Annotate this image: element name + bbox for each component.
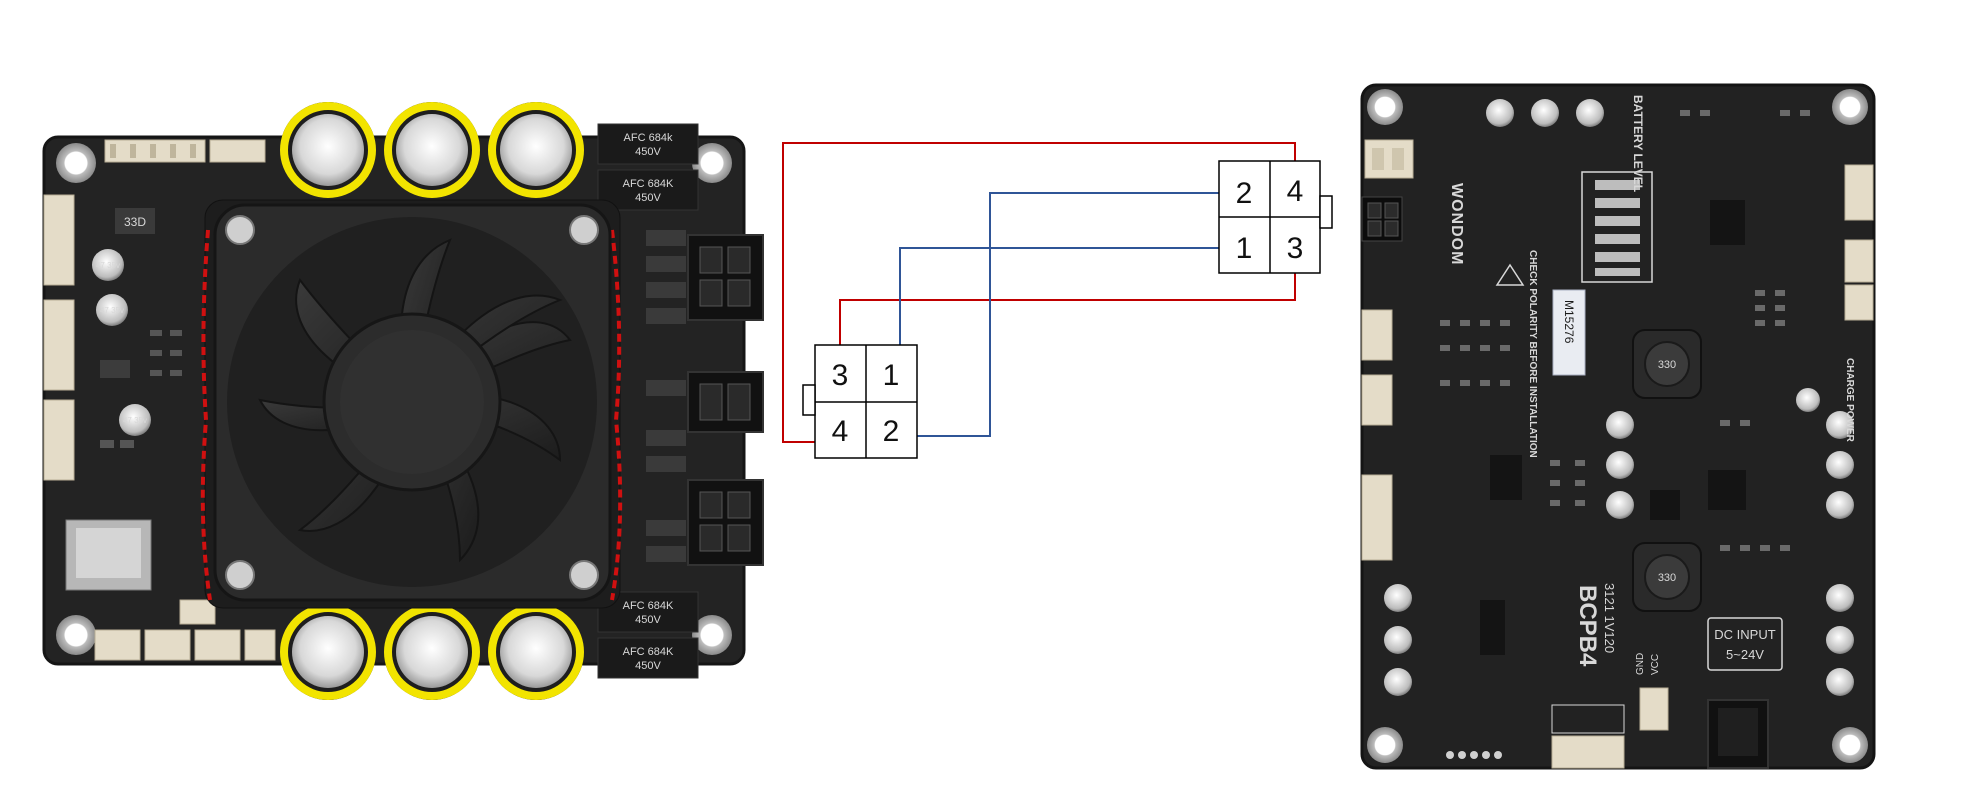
connector-latch (1319, 195, 1333, 229)
pin-label: 1 (883, 359, 900, 392)
capacitors-bottom (280, 604, 584, 700)
connector-right: 2 4 1 3 (1218, 160, 1333, 274)
mounting-hole-icon (1367, 89, 1403, 125)
ic-chip (115, 208, 155, 234)
left-side-headers (43, 194, 75, 481)
warning-icon (1495, 263, 1525, 286)
revision-label: 3121 1V120 (1602, 583, 1617, 653)
small-capacitor (96, 294, 128, 326)
mounting-hole-icon (1832, 89, 1868, 125)
pin-label: 3 (1287, 232, 1304, 265)
inductor-top: 330 (1632, 329, 1702, 399)
bottom-header-connectors (94, 599, 276, 661)
wires (782, 142, 1296, 443)
smd-resistors (1440, 110, 1810, 551)
capacitors-top (280, 102, 584, 198)
svg-text:330: 330 (1658, 572, 1676, 584)
mounting-hole-icon (56, 143, 96, 183)
connector-left: 3 1 4 2 (802, 344, 918, 459)
model-label: BCPB4 (1574, 585, 1601, 667)
pin-label: 4 (1287, 175, 1304, 208)
speaker-output-terminals (687, 234, 764, 566)
pin-label: 2 (1236, 177, 1253, 210)
wondom-logo: WONDOM (1448, 183, 1465, 265)
battery-connector (1361, 196, 1403, 242)
bcpb4-board: BATTERY LEVEL WONDOM CHECK POLARITY BEFO… (1360, 83, 1876, 770)
film-capacitors: AFC 684k 450V AFC 684K 450V AFC 684K 450… (597, 123, 699, 679)
power-transistors (646, 230, 686, 562)
charge-power-label: CHARGE POWER (1844, 358, 1855, 443)
polarity-warning: CHECK POLARITY BEFORE INSTALLATION (1527, 250, 1538, 458)
smd-components (100, 330, 182, 448)
inductor-bottom: 330 (1632, 542, 1702, 612)
pin-label: 2 (883, 415, 900, 448)
cap-label: 47 35v (96, 261, 120, 270)
top-header-connectors (104, 139, 266, 163)
wire-blue-outer (900, 192, 1232, 437)
mounting-hole-icon (56, 615, 96, 655)
gnd-label: GND (1635, 653, 1646, 675)
mounting-hole-icon (1832, 727, 1868, 763)
mounting-hole-icon (692, 143, 732, 183)
ics (1480, 200, 1746, 655)
battery-level-label: BATTERY LEVEL (1631, 95, 1645, 192)
cap-label: 47 35v (100, 306, 124, 315)
battery-level-leds (1581, 171, 1653, 283)
smd-capacitors (1384, 99, 1854, 696)
mounting-hole-icon (1367, 727, 1403, 763)
dc-input-range: 5~24V (1726, 647, 1764, 662)
wire-red-outer (782, 142, 1296, 443)
connector-latch (802, 384, 816, 416)
svg-text:450V: 450V (635, 192, 661, 204)
wire-blue-inner (899, 247, 1232, 356)
svg-text:330: 330 (1658, 359, 1676, 371)
svg-text:AFC 684k: AFC 684k (624, 132, 673, 144)
pin-label: 4 (832, 415, 849, 448)
ic-label: 33D (124, 215, 146, 229)
pin-label: 1 (1236, 232, 1253, 265)
sticker-id: M15276 (1562, 300, 1576, 344)
id-sticker (1552, 289, 1586, 376)
svg-text:450V: 450V (635, 146, 661, 158)
mounting-hole-icon (692, 615, 732, 655)
pin-label: 3 (832, 359, 849, 392)
svg-text:AFC 684K: AFC 684K (623, 178, 674, 190)
small-capacitor (119, 404, 151, 436)
svg-text:450V: 450V (635, 660, 661, 672)
svg-text:AFC 684K: AFC 684K (623, 646, 674, 658)
dc-input-label: DC INPUT (1714, 627, 1775, 642)
svg-text:AFC 684K: AFC 684K (623, 600, 674, 612)
cap-label: 47 35v (123, 416, 147, 425)
small-capacitor (92, 249, 124, 281)
svg-text:450V: 450V (635, 614, 661, 626)
wire-red-inner (839, 258, 1296, 353)
amplifier-board: 47 35v 47 35v 47 35v 33D (42, 102, 764, 700)
cooling-fan (200, 199, 623, 609)
vcc-label: VCC (1650, 654, 1661, 675)
